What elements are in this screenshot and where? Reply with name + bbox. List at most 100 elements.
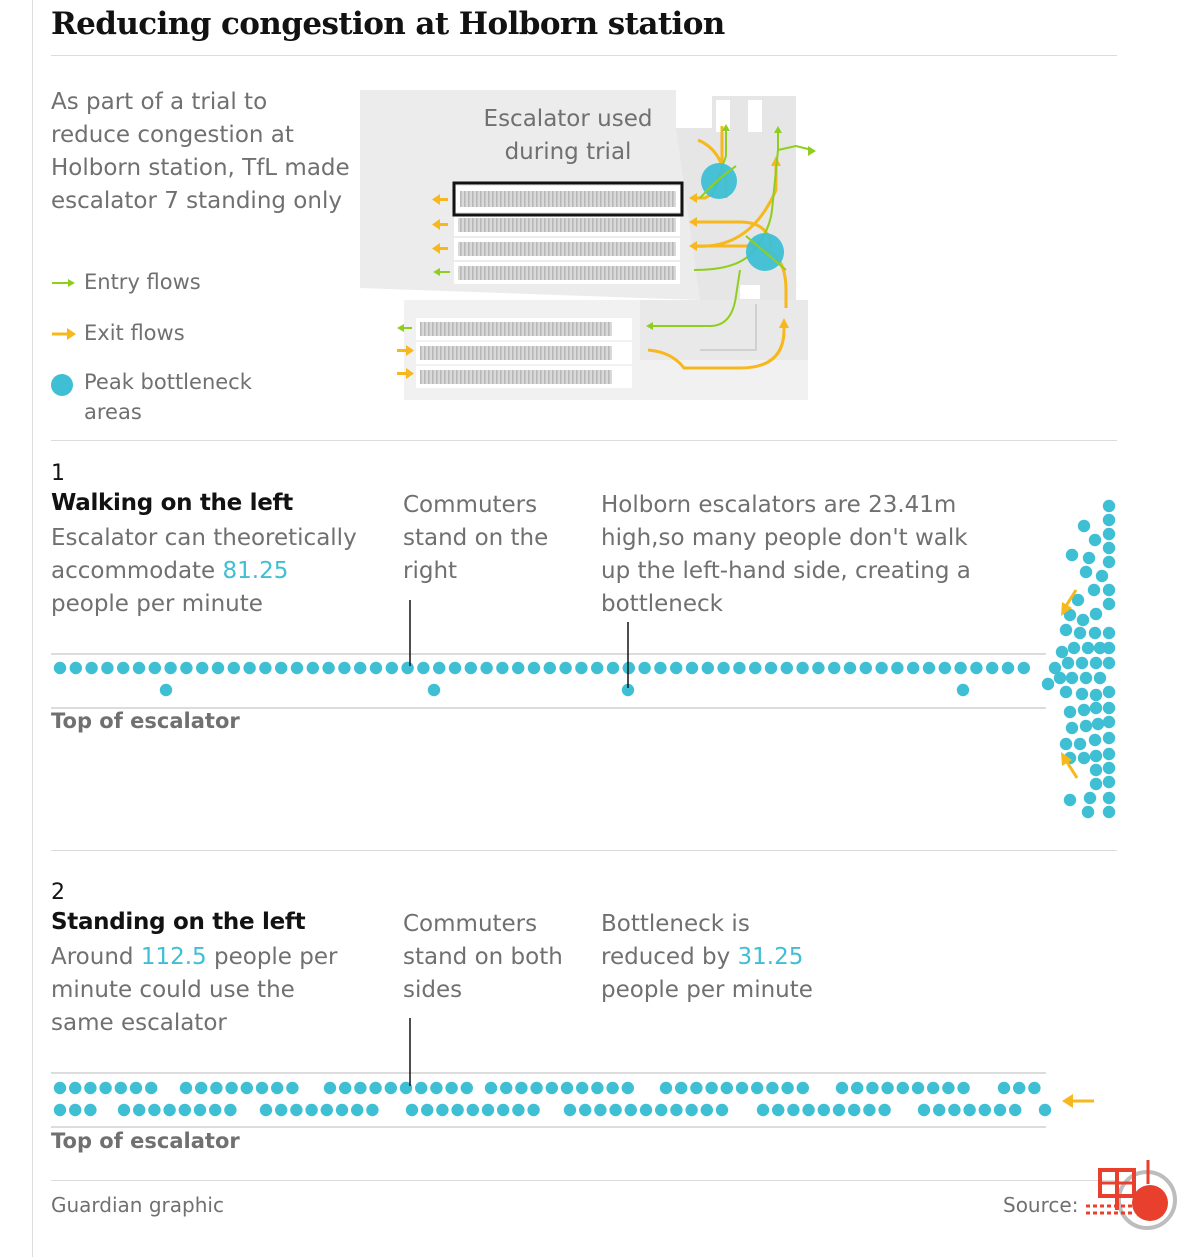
person-dot — [772, 1103, 785, 1117]
person-dot — [863, 1103, 876, 1117]
person-dot — [209, 1103, 222, 1117]
person-dot — [69, 661, 83, 675]
person-dot — [84, 1081, 97, 1095]
person-dot — [787, 1103, 800, 1117]
person-dot — [275, 1103, 288, 1117]
person-dot — [1093, 641, 1107, 655]
person-dot — [259, 1103, 273, 1117]
credit: Guardian graphic — [51, 1193, 224, 1217]
person-dot — [1088, 733, 1102, 747]
divider — [51, 440, 1117, 441]
person-dot — [290, 1103, 303, 1117]
person-dot — [1102, 715, 1116, 729]
person-dot — [591, 661, 604, 675]
person-dot — [225, 1081, 238, 1095]
person-dot — [911, 1081, 925, 1095]
person-dot — [1093, 671, 1107, 685]
person-dot — [1089, 701, 1103, 715]
person-dot — [986, 661, 999, 675]
person-dot — [117, 1103, 131, 1117]
person-dot — [133, 1103, 146, 1117]
person-dot — [500, 1081, 513, 1095]
person-dot — [963, 1103, 976, 1117]
person-dot — [875, 661, 888, 675]
person-dot — [606, 661, 620, 675]
person-dot — [1065, 721, 1079, 735]
person-dot — [654, 661, 667, 675]
section2-desc-b: people per minute could use the same esc… — [51, 944, 338, 1036]
person-dot — [1089, 607, 1103, 621]
left-rule — [32, 0, 33, 1257]
exit-arrow-icon — [1065, 761, 1079, 779]
person-dot — [659, 1081, 673, 1095]
legend-entry-label: Entry flows — [84, 270, 201, 294]
person-dot — [812, 661, 825, 675]
map-escalator-label: Escalator used during trial — [483, 106, 653, 165]
section2-note-reduced: Bottleneck is reduced by 31.25 people pe… — [601, 908, 841, 1007]
person-dot — [405, 1103, 419, 1117]
entry-arrow-icon — [52, 279, 75, 287]
person-dot — [1102, 775, 1116, 789]
person-dot — [621, 683, 635, 697]
person-dot — [305, 1103, 318, 1117]
person-dot — [369, 1081, 382, 1095]
person-dot — [512, 661, 525, 675]
exit-arrow-icon — [1061, 602, 1072, 616]
person-dot — [1075, 656, 1089, 670]
person-dot — [132, 661, 146, 675]
person-dot — [1082, 551, 1096, 565]
person-dot — [1077, 751, 1091, 765]
section2-number: 2 — [51, 880, 65, 905]
person-dot — [101, 661, 114, 675]
person-dot — [843, 661, 857, 675]
person-dot — [129, 1081, 143, 1095]
person-dot — [891, 661, 904, 675]
person-dot — [717, 661, 730, 675]
person-dot — [338, 661, 351, 675]
person-dot — [1102, 685, 1116, 699]
person-dot — [1089, 763, 1103, 777]
section2-note-a: Bottleneck is reduced by — [601, 911, 750, 970]
person-dot — [576, 1081, 589, 1095]
person-dot — [401, 661, 414, 675]
person-dot — [210, 1081, 223, 1095]
person-dot — [970, 661, 983, 675]
person-dot — [594, 1103, 607, 1117]
person-dot — [922, 661, 936, 675]
person-dot — [1048, 661, 1062, 675]
person-dot — [1038, 1103, 1052, 1117]
person-dot — [781, 1081, 794, 1095]
person-dot — [993, 1103, 1007, 1117]
person-dot — [445, 1081, 458, 1095]
person-dot — [259, 661, 272, 675]
person-dot — [1067, 641, 1081, 655]
person-dot — [1102, 555, 1116, 569]
person-dot — [117, 661, 130, 675]
person-dot — [427, 683, 441, 697]
person-dot — [1059, 685, 1073, 699]
person-dot — [938, 661, 951, 675]
person-dot — [1079, 565, 1093, 579]
person-dot — [579, 1103, 592, 1117]
person-dot — [178, 1103, 191, 1117]
person-dot — [1102, 805, 1116, 819]
person-dot — [1102, 583, 1116, 597]
person-dot — [766, 1081, 779, 1095]
person-dot — [1102, 791, 1116, 805]
person-dot — [609, 1103, 622, 1117]
person-dot — [685, 661, 699, 675]
person-dot — [756, 1103, 770, 1117]
person-dot — [560, 1081, 574, 1095]
person-dot — [848, 1103, 861, 1117]
person-dot — [148, 661, 161, 675]
section1-axis-label: Top of escalator — [51, 709, 240, 733]
person-dot — [796, 661, 809, 675]
person-dot — [53, 1081, 67, 1095]
person-dot — [240, 1081, 253, 1095]
person-dot — [927, 1081, 940, 1095]
section2-note-b: people per minute — [601, 977, 813, 1003]
exit-arrow-icon — [52, 328, 76, 340]
person-dot — [670, 661, 683, 675]
person-dot — [957, 1081, 970, 1095]
person-dot — [114, 1081, 128, 1095]
